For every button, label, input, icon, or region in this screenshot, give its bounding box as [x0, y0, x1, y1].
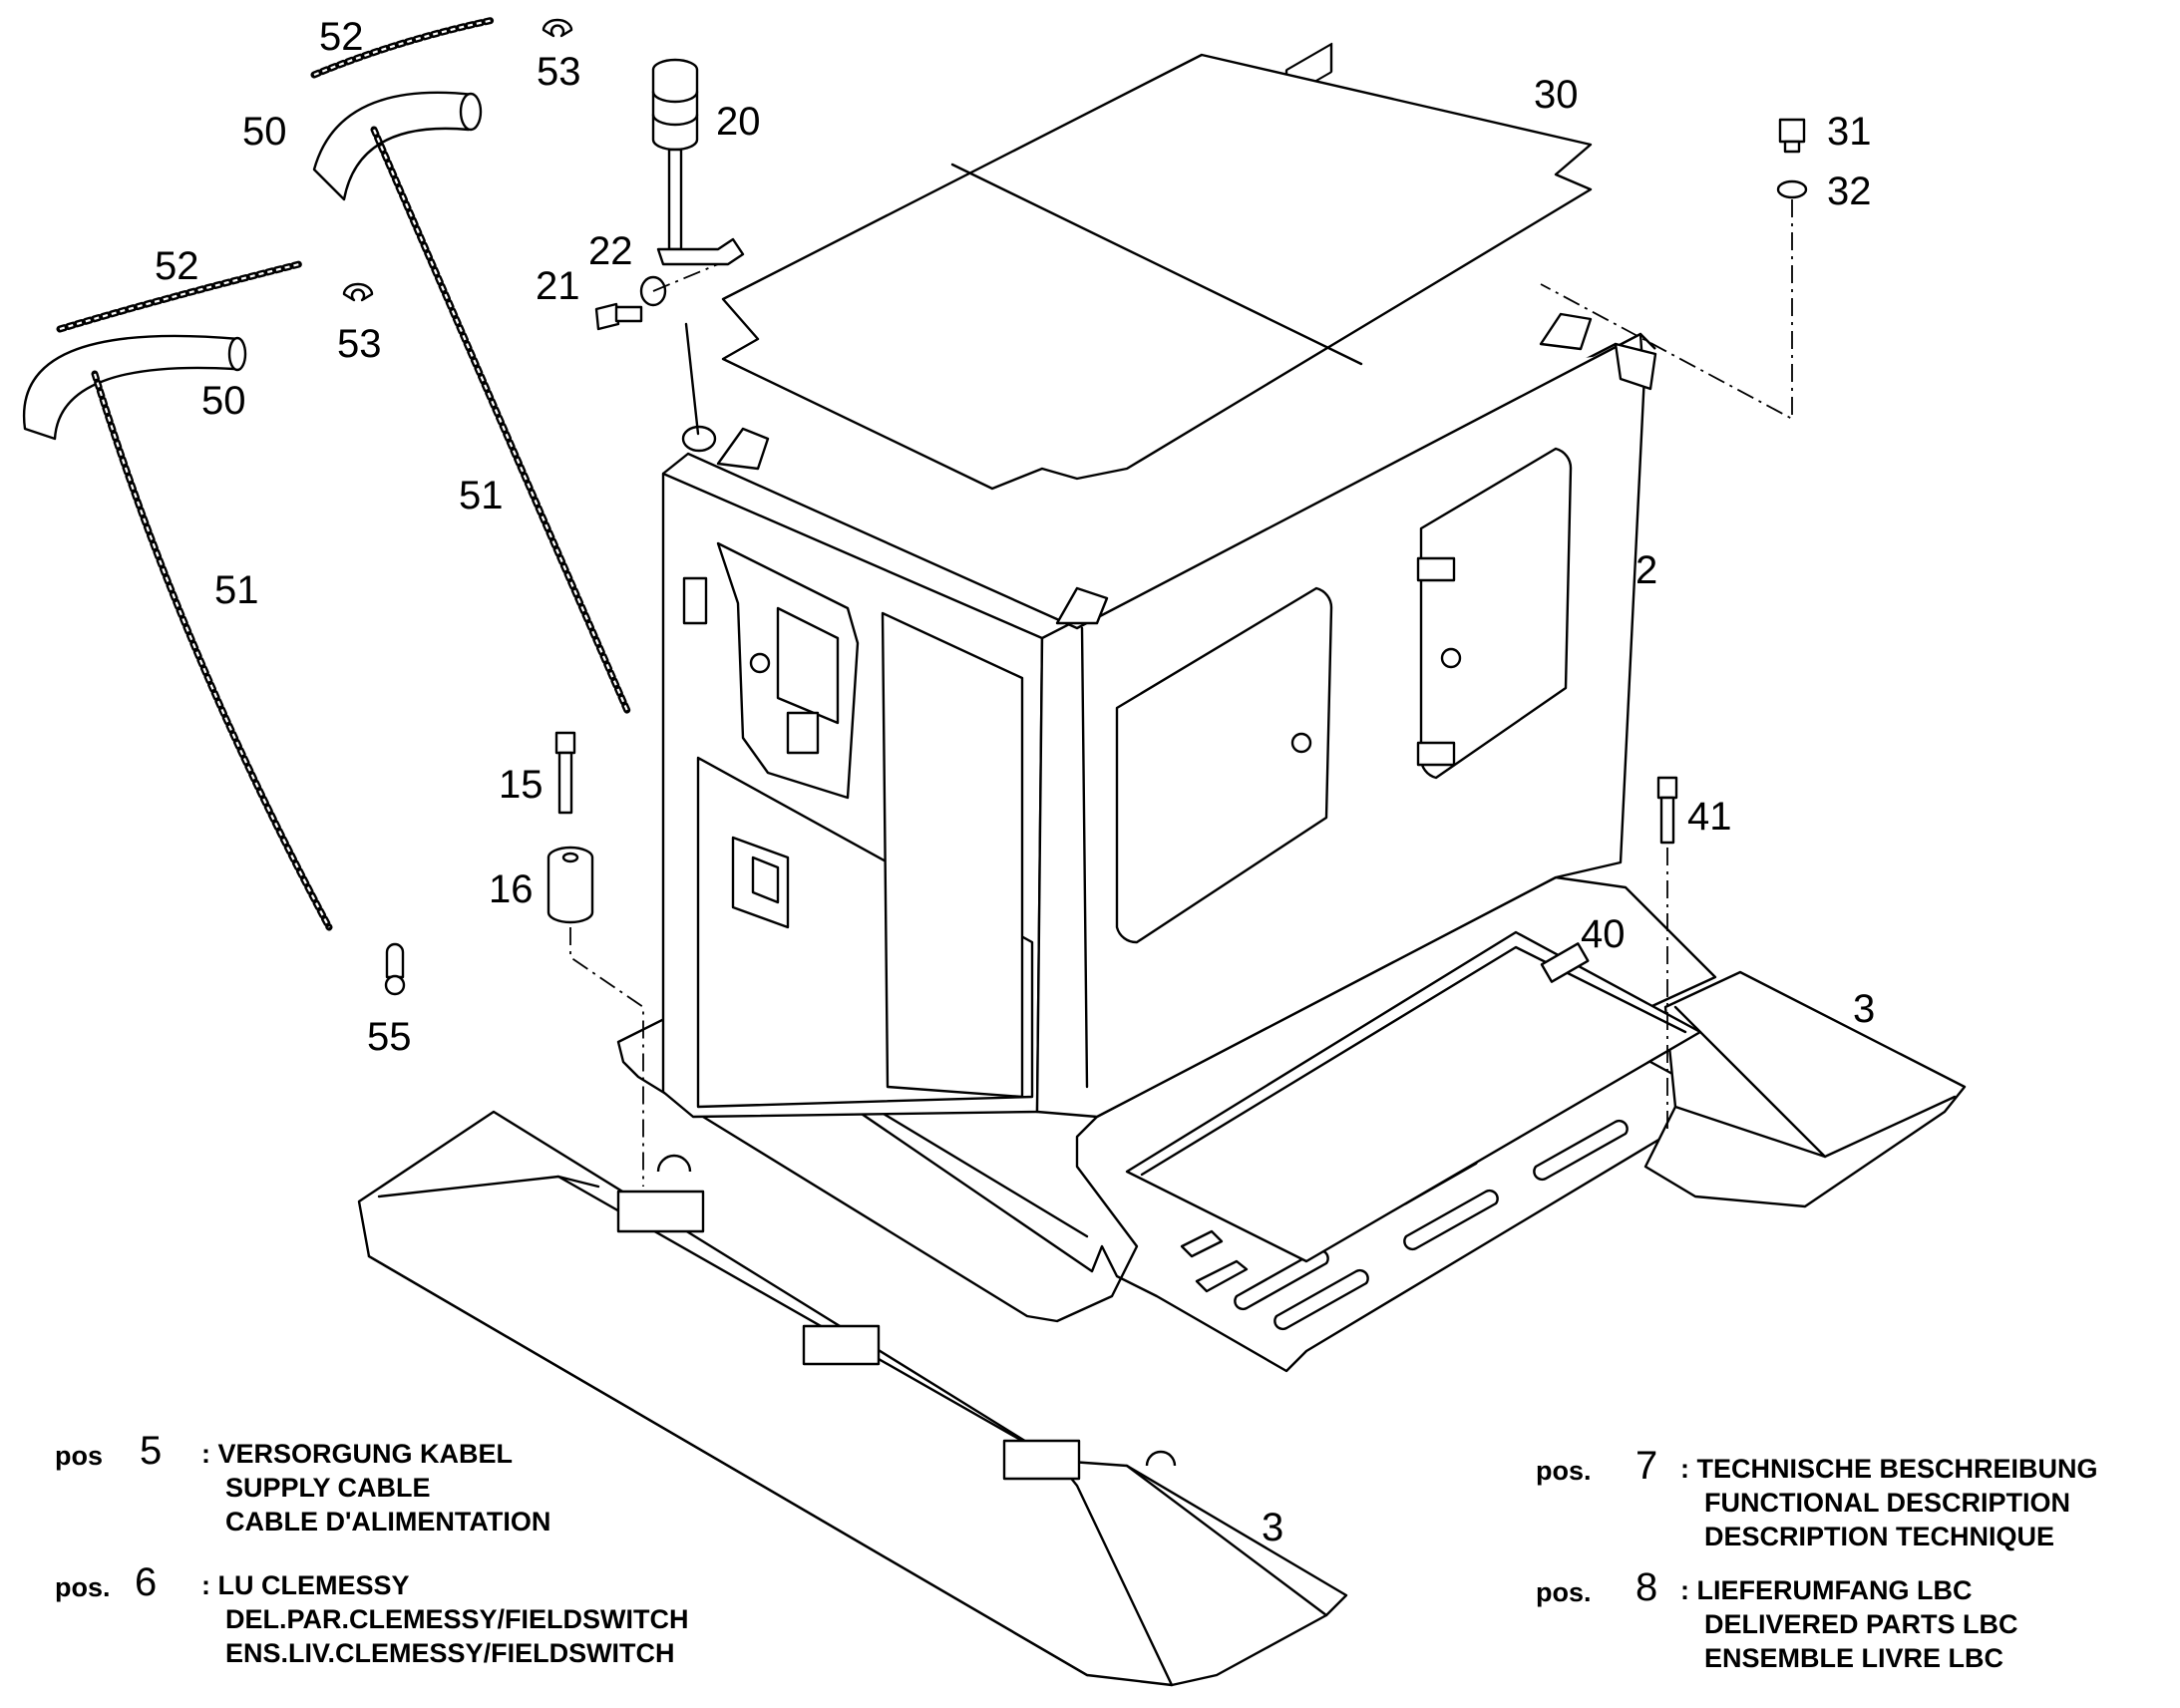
legend-prefix: pos	[55, 1441, 104, 1471]
callout-53-lower: 53	[337, 322, 382, 366]
clip-upper	[542, 18, 573, 38]
roof-panel	[721, 53, 1593, 491]
callout-51-lower: 51	[214, 568, 259, 612]
legend-line: : VERSORGUNG KABEL	[201, 1439, 514, 1469]
legend-number: 8	[1635, 1565, 1658, 1609]
legend-pos-6: pos. 6 : LU CLEMESSY DEL.PAR.CLEMESSY/FI…	[55, 1560, 773, 1670]
legend-description: : VERSORGUNG KABEL SUPPLY CABLE CABLE D'…	[201, 1437, 550, 1538]
legend-line: : LIEFERUMFANG LBC	[1680, 1575, 1973, 1605]
legend-line: FUNCTIONAL DESCRIPTION	[1704, 1488, 2071, 1518]
legend-line: : TECHNISCHE BESCHREIBUNG	[1680, 1454, 2098, 1484]
spacer-16	[546, 846, 594, 924]
callout-32: 32	[1827, 170, 1872, 213]
signal-beacon	[651, 58, 745, 266]
cable-sleeve-upper	[312, 91, 483, 201]
runner-pad	[802, 1324, 881, 1366]
sled-runner-front	[357, 1110, 1348, 1687]
legend-line: CABLE D'ALIMENTATION	[225, 1507, 551, 1537]
legend-pos-5: pos 5 : VERSORGUNG KABEL SUPPLY CABLE CA…	[55, 1429, 613, 1538]
legend-description: : LU CLEMESSY DEL.PAR.CLEMESSY/FIELDSWIT…	[201, 1568, 689, 1670]
bolt-31	[1778, 118, 1806, 154]
chain-upper-long	[370, 126, 632, 717]
legend-number: 6	[135, 1560, 158, 1604]
legend-line: : LU CLEMESSY	[201, 1570, 410, 1600]
callout-30: 30	[1534, 73, 1579, 117]
legend-description: : LIEFERUMFANG LBC DELIVERED PARTS LBC E…	[1680, 1573, 2018, 1675]
callout-2: 2	[1635, 548, 1657, 592]
legend-line: ENS.LIV.CLEMESSY/FIELDSWITCH	[225, 1638, 675, 1668]
base-pad	[616, 1190, 705, 1233]
legend-line: DESCRIPTION TECHNIQUE	[1704, 1522, 2055, 1551]
callout-52-lower: 52	[155, 244, 199, 288]
legend-line: SUPPLY CABLE	[225, 1473, 431, 1503]
legend-pos-7: pos. 7 : TECHNISCHE BESCHREIBUNG FUNCTIO…	[1536, 1444, 2164, 1553]
callout-22: 22	[588, 229, 633, 273]
callout-21: 21	[536, 264, 580, 308]
callout-51-upper: 51	[459, 474, 504, 517]
terminal-block	[1540, 942, 1590, 983]
mounting-screw	[594, 302, 643, 331]
legend-pos-8: pos. 8 : LIEFERUMFANG LBC DELIVERED PART…	[1536, 1565, 2164, 1675]
callout-16: 16	[489, 867, 534, 911]
cabinet-latch	[786, 711, 820, 755]
chain-lower-short	[56, 260, 303, 333]
callout-41: 41	[1687, 795, 1732, 839]
antenna-base	[681, 425, 717, 453]
callout-53-upper: 53	[537, 50, 581, 94]
cable-sleeve-lower	[22, 334, 247, 441]
shackle	[384, 942, 406, 996]
legend-number: 7	[1635, 1444, 1658, 1488]
legend-line: ENSEMBLE LIVRE LBC	[1704, 1643, 2004, 1673]
callout-20: 20	[716, 100, 761, 144]
bolt-15	[554, 731, 576, 815]
legend-prefix: pos.	[55, 1572, 111, 1602]
cabinet-switch	[682, 576, 708, 625]
callout-40: 40	[1581, 912, 1626, 956]
runner-pad	[1002, 1439, 1081, 1481]
legend-line: DELIVERED PARTS LBC	[1704, 1609, 2018, 1639]
bolt-41	[1656, 776, 1678, 845]
side-door-large	[1115, 586, 1333, 944]
callout-55: 55	[367, 1015, 412, 1059]
callout-3-rear: 3	[1853, 987, 1875, 1031]
legend-prefix: pos.	[1536, 1577, 1592, 1607]
chain-lower-long	[91, 370, 333, 931]
sled-runner-rear	[1643, 970, 1967, 1208]
legend-description: : TECHNISCHE BESCHREIBUNG FUNCTIONAL DES…	[1680, 1452, 2098, 1553]
callout-15: 15	[499, 763, 544, 807]
callout-50-lower: 50	[201, 379, 246, 423]
callout-52-upper: 52	[319, 15, 364, 59]
legend-prefix: pos.	[1536, 1456, 1592, 1486]
mounting-tray	[1125, 930, 1702, 1263]
callout-3-front: 3	[1262, 1506, 1283, 1549]
callout-31: 31	[1827, 110, 1872, 154]
legend-number: 5	[140, 1429, 163, 1473]
callout-50-upper: 50	[242, 110, 287, 154]
chain-upper-short	[310, 16, 498, 79]
clip-lower	[342, 282, 374, 302]
cabinet-housing	[661, 42, 1657, 1119]
legend-line: DEL.PAR.CLEMESSY/FIELDSWITCH	[225, 1604, 689, 1634]
washer-32	[1776, 179, 1808, 199]
